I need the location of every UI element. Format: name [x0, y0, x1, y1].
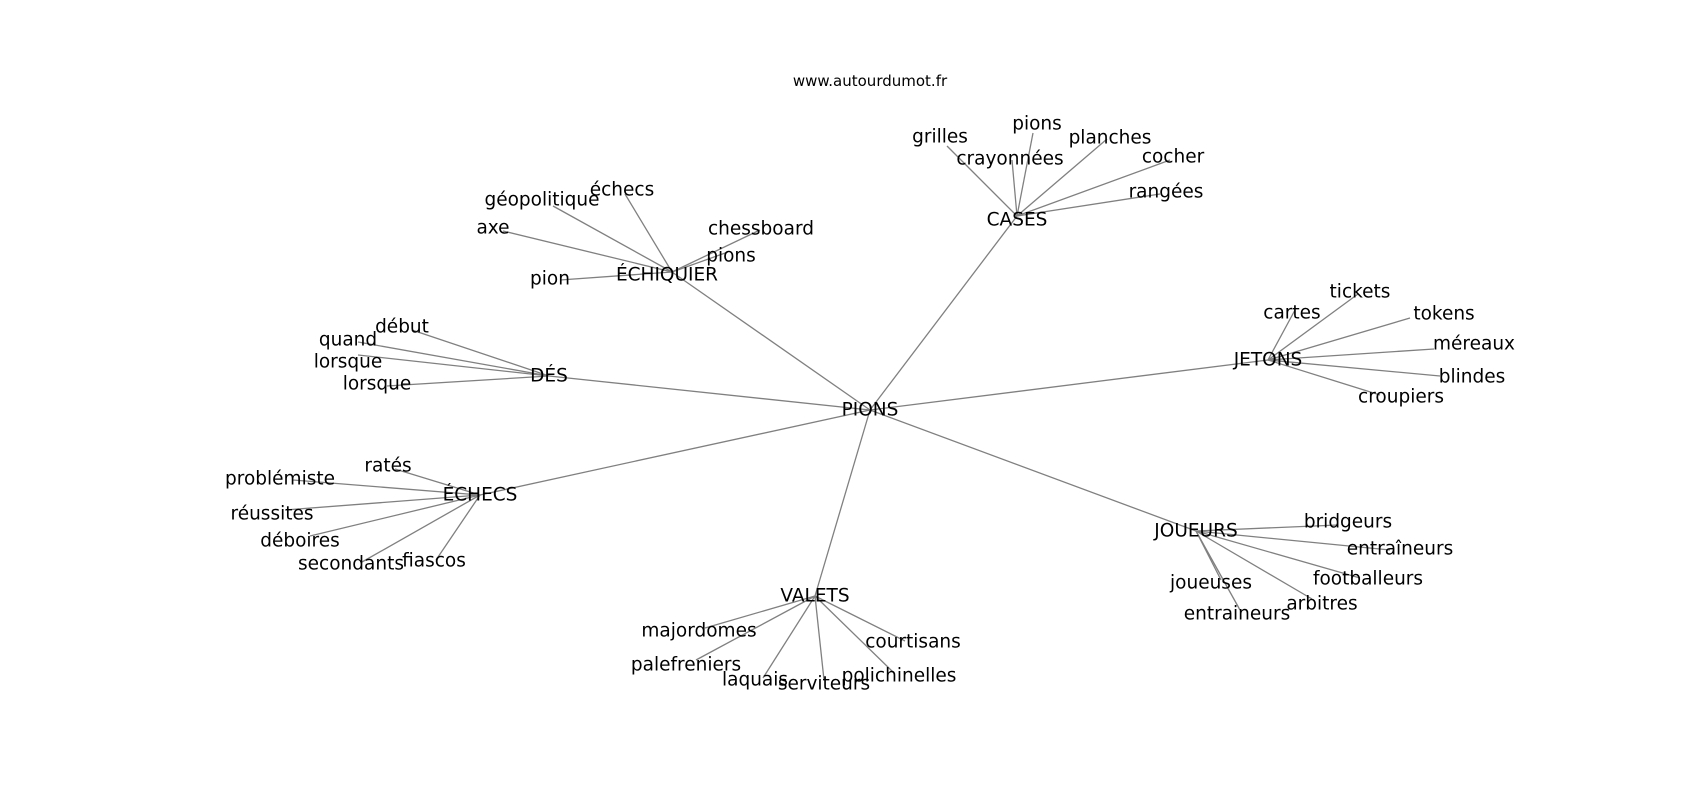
- edge-hub-5-leaf-4: [1195, 530, 1313, 600]
- leaf-node-label: polichinelles: [842, 666, 957, 687]
- edge-hub-4-leaf-3: [309, 494, 481, 537]
- source-watermark: www.autourdumot.fr: [792, 72, 948, 90]
- hub-node-label: ÉCHECS: [443, 484, 518, 506]
- edge-hub-5-leaf-1: [1195, 530, 1391, 551]
- edge-hub-4-leaf-0: [394, 468, 481, 496]
- edge-hub-6-leaf-2: [695, 595, 816, 661]
- leaf-node-label: quand: [319, 330, 377, 351]
- leaf-node-label: courtisans: [865, 632, 961, 653]
- edge-hub-2-leaf-1: [357, 341, 550, 377]
- edge-hub-1-leaf-5: [559, 271, 673, 281]
- leaf-node-label: problémiste: [225, 469, 335, 490]
- edge-hub-2-leaf-0: [411, 329, 550, 377]
- edge-hub-4-leaf-2: [284, 494, 481, 511]
- edge-hub-3-leaf-3: [1267, 348, 1435, 361]
- edge-hub-0-leaf-0: [946, 145, 1018, 217]
- leaf-node-label: pions: [1012, 114, 1062, 135]
- edge-hub-0-leaf-2: [1016, 138, 1108, 217]
- leaf-node-label: lorsque: [343, 374, 412, 395]
- edge-hub-2-leaf-2: [357, 354, 550, 377]
- leaf-node-label: méreaux: [1433, 334, 1515, 355]
- leaf-node-label: footballeurs: [1313, 569, 1423, 590]
- edge-hub-1-leaf-0: [624, 193, 673, 273]
- edge-root-to-0: [869, 215, 1018, 411]
- leaf-node-label: grilles: [912, 127, 968, 148]
- hub-node-label: CASES: [987, 210, 1048, 231]
- leaf-node-label: croupiers: [1358, 387, 1444, 408]
- hub-node-label: ÉCHIQUIER: [616, 264, 718, 286]
- edge-hub-3-leaf-5: [1267, 359, 1381, 396]
- edge-hub-4-leaf-4: [361, 494, 481, 563]
- edge-root-to-1: [671, 271, 871, 411]
- edge-hub-5-leaf-0: [1195, 524, 1339, 532]
- leaf-node-label: axe: [476, 218, 509, 239]
- hub-node-label: DÉS: [530, 365, 568, 387]
- leaf-node-label: déboires: [260, 531, 340, 552]
- edge-root-to-3: [869, 359, 1269, 411]
- hub-node-label: JETONS: [1233, 350, 1303, 371]
- leaf-node-label: pion: [530, 269, 570, 290]
- edge-hub-4-leaf-1: [292, 479, 481, 496]
- edge-hub-1-leaf-1: [552, 205, 673, 273]
- leaf-node-label: pions: [706, 246, 756, 267]
- edge-root-to-6: [814, 409, 871, 597]
- leaf-node-label: cartes: [1263, 303, 1320, 324]
- graph-labels: PIONS CASES grilles pions planches crayonnées…: [225, 114, 1515, 695]
- leaf-node-label: fiascos: [402, 551, 466, 572]
- leaf-node-label: majordomes: [641, 621, 756, 642]
- edge-hub-1-leaf-2: [671, 229, 761, 273]
- leaf-node-label: ratés: [364, 456, 411, 477]
- leaf-node-label: lorsque: [314, 352, 383, 373]
- leaf-node-label: laquais: [722, 670, 788, 691]
- edge-hub-1-leaf-4: [671, 251, 729, 273]
- leaf-node-label: géopolitique: [484, 190, 599, 211]
- leaf-node-label: bridgeurs: [1304, 512, 1392, 533]
- edge-hub-5-leaf-2: [1195, 530, 1361, 579]
- edge-hub-2-leaf-3: [386, 375, 550, 387]
- edge-hub-3-leaf-1: [1267, 293, 1359, 361]
- edge-hub-3-leaf-4: [1267, 359, 1441, 377]
- leaf-node-label: arbitres: [1286, 594, 1357, 615]
- edge-hub-3-leaf-0: [1267, 309, 1296, 361]
- leaf-node-label: tickets: [1330, 282, 1391, 303]
- hub-node-label: VALETS: [780, 586, 849, 607]
- edge-hub-0-leaf-3: [1011, 159, 1018, 217]
- leaf-node-label: chessboard: [708, 219, 814, 240]
- leaf-node-label: palefreniers: [631, 655, 741, 676]
- leaf-node-label: tokens: [1413, 304, 1474, 325]
- leaf-node-label: réussites: [231, 504, 314, 525]
- leaf-node-label: serviteurs: [778, 674, 870, 695]
- leaf-node-label: planches: [1069, 128, 1152, 149]
- edge-hub-4-leaf-5: [435, 494, 481, 561]
- edge-hub-3-leaf-2: [1267, 317, 1411, 361]
- leaf-node-label: secondants: [298, 554, 404, 575]
- leaf-node-label: entraîneurs: [1347, 539, 1454, 560]
- edge-root-to-5: [869, 409, 1197, 532]
- edge-root-to-4: [479, 409, 871, 496]
- leaf-node-label: rangées: [1129, 182, 1204, 203]
- edge-hub-6-leaf-3: [814, 595, 894, 673]
- leaf-node-label: cocher: [1142, 147, 1205, 168]
- edge-hub-6-leaf-4: [762, 595, 816, 679]
- leaf-node-label: début: [375, 317, 429, 338]
- edge-hub-1-leaf-3: [502, 230, 673, 273]
- root-node-label: PIONS: [842, 400, 899, 421]
- edge-hub-6-leaf-0: [704, 595, 816, 629]
- graph-edges: [284, 132, 1441, 681]
- leaf-node-label: crayonnées: [956, 149, 1063, 170]
- leaf-node-label: blindes: [1439, 367, 1506, 388]
- edge-hub-0-leaf-5: [1016, 193, 1161, 217]
- edge-hub-5-leaf-5: [1195, 530, 1241, 611]
- edge-hub-0-leaf-1: [1016, 132, 1034, 217]
- leaf-node-label: joueuses: [1169, 573, 1252, 594]
- edge-hub-6-leaf-5: [814, 595, 825, 681]
- edge-hub-0-leaf-4: [1016, 159, 1171, 217]
- leaf-node-label: entraineurs: [1184, 604, 1291, 625]
- leaf-node-label: échecs: [590, 180, 654, 201]
- edge-hub-6-leaf-1: [814, 595, 906, 642]
- hub-node-label: JOUEURS: [1153, 521, 1237, 542]
- edge-root-to-2: [548, 375, 871, 411]
